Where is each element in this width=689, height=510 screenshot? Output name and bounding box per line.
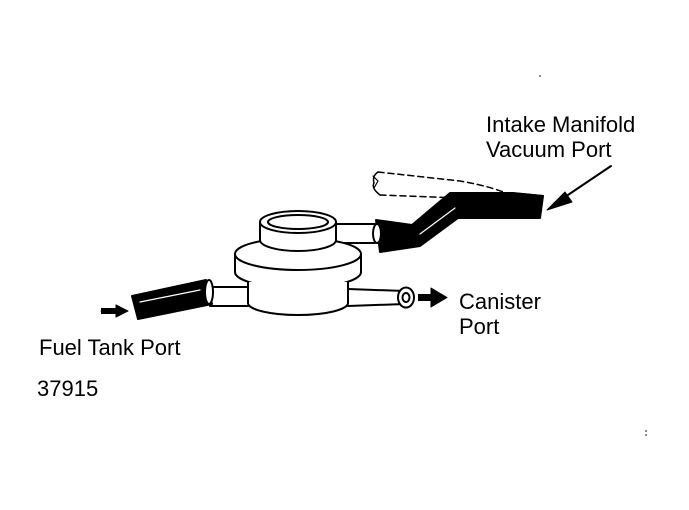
fuel-tank-hose — [131, 279, 214, 320]
figure-number: 37915 — [37, 376, 98, 401]
fuel-tank-label-text: Fuel Tank Port — [39, 335, 181, 360]
valve-base — [247, 281, 349, 316]
vacuum-hose — [375, 192, 544, 253]
speck — [645, 430, 647, 432]
speck — [539, 75, 541, 77]
intake-manifold-vacuum-port-label: Intake Manifold Vacuum Port — [486, 112, 635, 162]
canister-label-line2: Port — [459, 314, 500, 339]
figure-number-text: 37915 — [37, 376, 99, 401]
intake-label-line1: Intake Manifold — [486, 112, 636, 137]
canister-arrow — [418, 287, 448, 308]
fuel-tank-port-label: Fuel Tank Port — [39, 335, 180, 360]
vacuum-port-arrow — [546, 165, 612, 211]
speck — [645, 434, 647, 436]
fuel-tank-arrow — [100, 304, 129, 318]
side-ports — [209, 286, 415, 309]
valve-upper-cap — [259, 210, 337, 252]
canister-label-line1: Canister — [459, 289, 541, 314]
canister-port-label: Canister Port — [459, 289, 541, 339]
vacuum-nipple — [329, 223, 382, 244]
intake-label-line2: Vacuum Port — [486, 137, 612, 162]
